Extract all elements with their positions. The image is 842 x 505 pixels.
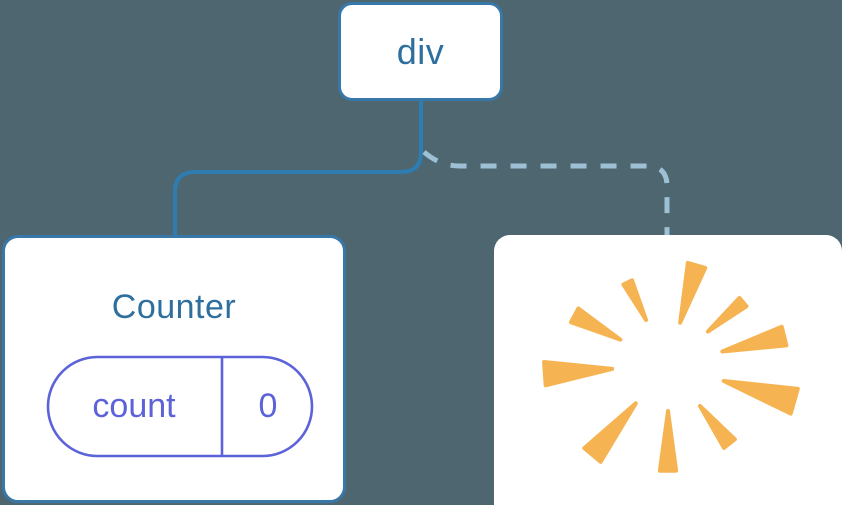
state-pill-value: 0	[258, 387, 278, 425]
sparkle-spoke-0	[678, 260, 708, 325]
state-pill[interactable]: count 0	[46, 355, 314, 458]
node-div[interactable]: div	[338, 2, 503, 101]
sparkle-spoke-5	[657, 409, 679, 473]
node-counter[interactable]: Counter count 0	[2, 235, 346, 503]
node-counter-label: Counter	[111, 288, 237, 326]
state-pill-outline	[46, 355, 314, 458]
edge-div-to-sparkle	[422, 150, 670, 238]
sparkle-spoke-3	[721, 378, 800, 416]
sparkle-spoke-2	[720, 324, 789, 354]
node-div-label: div	[396, 30, 445, 72]
sparkle-spoke-9	[621, 278, 649, 323]
sparkle-spoke-1	[705, 295, 749, 334]
edge-div-to-counter	[173, 101, 423, 236]
sparkle-spoke-6	[582, 401, 638, 464]
state-pill-key: count	[92, 387, 176, 425]
sparkle-burst-icon	[542, 260, 800, 473]
sparkle-spoke-7	[542, 359, 615, 388]
node-sparkle[interactable]	[494, 235, 842, 505]
sparkle-spoke-4	[698, 403, 737, 450]
sparkle-spoke-8	[569, 306, 623, 342]
